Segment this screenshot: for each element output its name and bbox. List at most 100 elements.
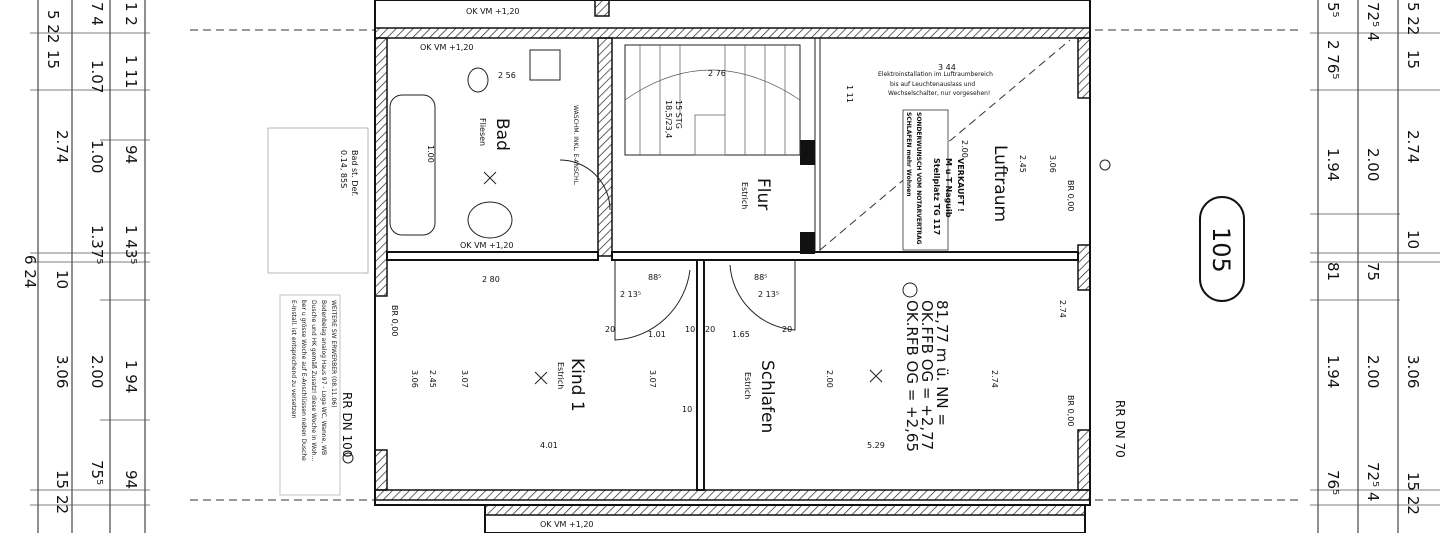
dim-left-mid: 7 4 — [88, 2, 106, 26]
dim-interior: 10 — [685, 325, 695, 334]
unit-number-badge — [1199, 196, 1245, 302]
dim-right-b: 72⁵ 4 — [1364, 2, 1382, 41]
unit-number: 105 — [1207, 227, 1235, 273]
dim-left-outer: 2.74 — [53, 130, 71, 163]
note-sold: VERKAUFT ! — [956, 158, 965, 212]
dim-interior: 1 11 — [845, 85, 854, 103]
dim-left-outer: 5 22 — [44, 10, 62, 43]
dim-interior: 2 80 — [482, 275, 500, 284]
dim-right-c: 15 — [1404, 50, 1422, 69]
dim-interior: 2 13⁵ — [758, 290, 779, 299]
dim-interior: 1.01 — [648, 330, 666, 339]
dim-left-inner: 94 — [122, 470, 140, 489]
note-sold: Stellplatz TG 117 — [932, 158, 941, 235]
rr-right: RR DN 70 — [1113, 400, 1127, 458]
note-elektro: Elektroinstallation im Luftraumbereich — [878, 71, 993, 78]
left-dimension-chains — [30, 0, 150, 533]
rr-left: RR DN 100 — [340, 392, 354, 457]
dim-right-b: 2.00 — [1364, 148, 1382, 181]
dim-left-inner: 1 2 — [122, 2, 140, 26]
note-weitere: E-Install. ist entsprechend zu versetzen — [290, 300, 297, 419]
dim-left-mid: 75⁵ — [88, 460, 106, 485]
dim-right-c: 15 22 — [1404, 472, 1422, 515]
dim-interior: 2.00 — [825, 370, 834, 388]
dim-left-inner: 1 94 — [122, 360, 140, 393]
note-weitere: Bodenbelag analog Haus 97 - Loga WC, Wan… — [320, 300, 327, 455]
ok-vm: OK VM +1,20 — [460, 241, 514, 250]
stair-label: 15 STG — [674, 100, 683, 129]
br-label: BR 0,00 — [1066, 180, 1075, 211]
dim-interior: 88⁵ — [648, 273, 661, 282]
dim-interior: 20 — [782, 325, 792, 334]
dim-interior: 4.01 — [540, 441, 558, 450]
dim-left-outer: 15 — [53, 470, 71, 489]
dim-left-total: 6 24 — [21, 255, 39, 288]
ok-vm: OK VM +1,20 — [540, 520, 594, 529]
dim-right-c: 3.06 — [1404, 355, 1422, 388]
dim-right-a: 1.94 — [1324, 148, 1342, 181]
note-weitere: Dusche und HK gemäß Zusatz! diese Woche … — [310, 300, 317, 461]
dim-left-outer: 10 — [53, 270, 71, 289]
dim-left-outer: 22 — [53, 495, 71, 514]
dim-left-inner: 1 11 — [122, 55, 140, 88]
room-kind1-name: Kind 1 — [567, 358, 587, 412]
dim-interior: 10 — [682, 405, 692, 414]
dim-interior: 3 44 — [938, 63, 956, 72]
room-flur-name: Flur — [753, 178, 773, 210]
dim-left-mid: 1.00 — [88, 140, 106, 173]
room-kind1-floor: Estrich — [556, 362, 565, 389]
dim-left-inner: 1 43⁵ — [122, 225, 140, 264]
dim-interior: 2 13⁵ — [620, 290, 641, 299]
room-bad-name: Bad — [492, 118, 512, 151]
dim-right-a: 81 — [1324, 262, 1342, 281]
dim-interior: 2.45 — [428, 370, 437, 388]
dim-left-outer: 15 — [44, 50, 62, 69]
dim-right-a: 5⁵ — [1324, 2, 1342, 18]
dim-interior: 2.74 — [990, 370, 999, 388]
note-left-box: Bad st. Def. — [350, 150, 359, 196]
note-weitere: WEITERE SW ERWERBER (08.11.06) — [330, 300, 337, 407]
note-elektro: Wechselschalter, nur vorgesehen! — [888, 90, 990, 97]
dim-interior: 3.07 — [460, 370, 469, 388]
dim-right-c: 10 — [1404, 230, 1422, 249]
dim-left-mid: 2.00 — [88, 355, 106, 388]
note-elektro: bis auf Leuchtenauslass und — [890, 81, 975, 88]
dim-left-inner: 94 — [122, 145, 140, 164]
dim-interior: 3.06 — [1048, 155, 1057, 173]
room-bad-floor: Fliesen — [478, 118, 487, 146]
dim-right-a: 76⁵ — [1324, 470, 1342, 495]
room-flur-floor: Estrich — [740, 182, 749, 209]
note-box-left — [267, 127, 369, 274]
dim-interior: 3.07 — [648, 370, 657, 388]
ok-vm: OK VM +1,20 — [466, 7, 520, 16]
dim-interior: 2 56 — [498, 71, 516, 80]
dim-interior: 20 — [605, 325, 615, 334]
dim-interior: 5.29 — [867, 441, 885, 450]
note-sonderwunsch: SONDERWUNSCH VOM NOTARVERTRAG — [915, 112, 922, 245]
dim-left-mid: 1.37⁵ — [88, 225, 106, 264]
dim-interior: 2.74 — [1058, 300, 1067, 318]
dim-interior: 88⁵ — [754, 273, 767, 282]
right-dimension-chains — [1310, 0, 1440, 533]
stair-ratio: 18,5/23,4 — [664, 100, 673, 138]
dim-right-b: 72⁵ 4 — [1364, 462, 1382, 501]
dim-left-mid: 1.07 — [88, 60, 106, 93]
note-box-weitere — [279, 294, 341, 496]
waschm-label: WASCHM. INKL. E-ANSCHL. — [572, 105, 579, 186]
room-luftraum-name: Luftraum — [990, 145, 1010, 222]
dim-interior: 2 76 — [708, 69, 726, 78]
dim-interior: 3.06 — [410, 370, 419, 388]
note-weitere: ber u grösse Woche auf E-Anschlüssen neb… — [300, 300, 307, 461]
level-ffb: OK.FFB OG = +2,77 — [918, 300, 936, 450]
dim-right-a: 2 76⁵ — [1324, 40, 1342, 79]
dim-interior: 1.65 — [732, 330, 750, 339]
ok-vm: OK VM +1,20 — [420, 43, 474, 52]
building-walls — [190, 0, 1300, 533]
room-schlafen-floor: Estrich — [743, 372, 752, 399]
br-label: BR 0,00 — [390, 305, 399, 336]
dim-right-a: 1.94 — [1324, 355, 1342, 388]
dim-right-b: 75 — [1364, 262, 1382, 281]
dim-interior: 1.00 — [426, 145, 435, 163]
note-sold: M u T Naguib — [944, 158, 953, 218]
